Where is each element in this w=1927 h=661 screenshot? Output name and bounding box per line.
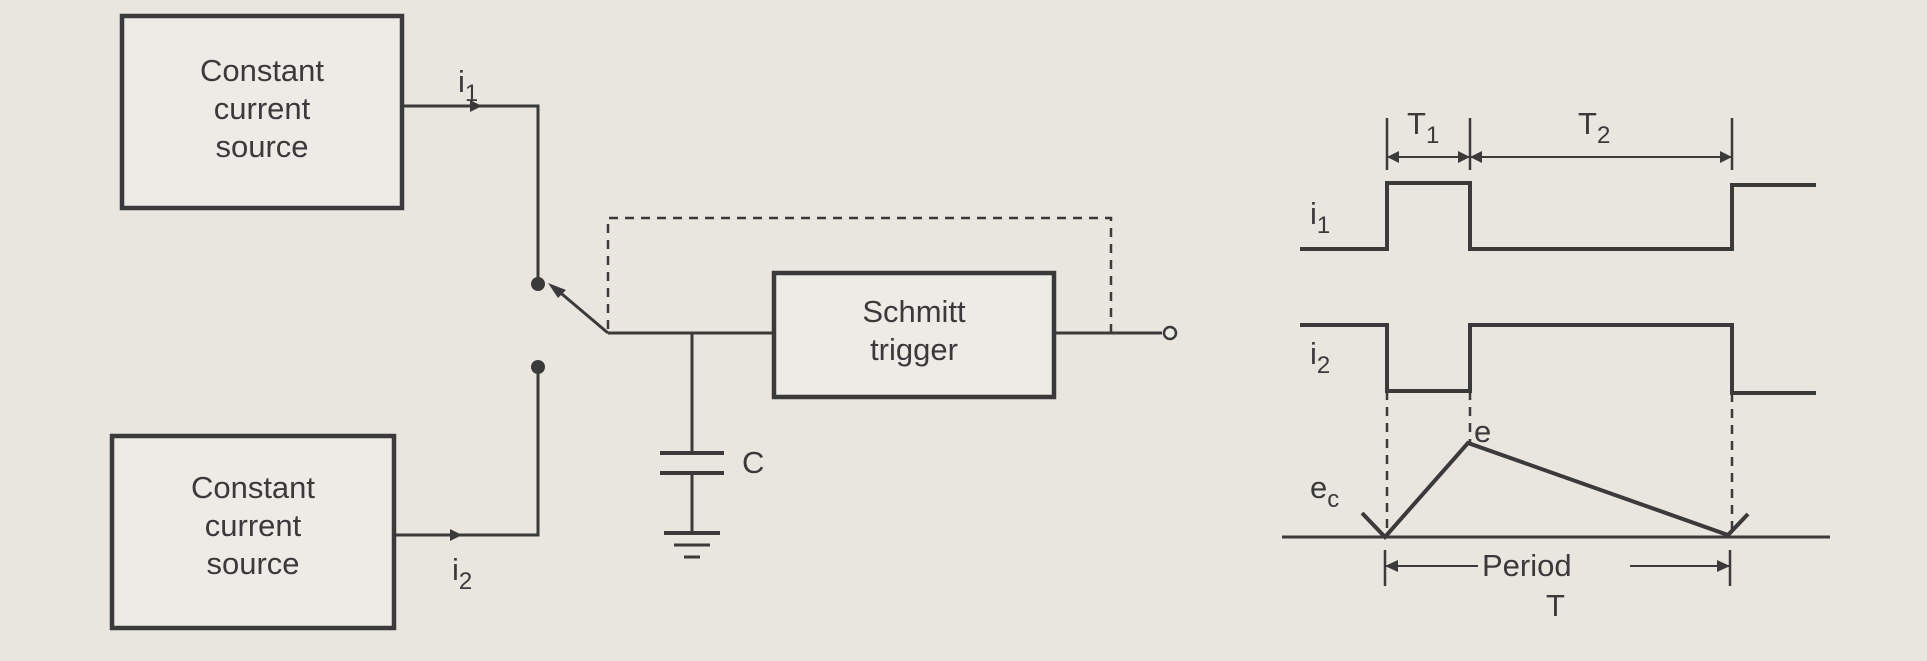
current-i2-sub: 2 xyxy=(458,568,473,595)
ec-waveform xyxy=(1360,440,1750,540)
e-peak-label: e xyxy=(1474,414,1492,449)
source-bottom-line-2: current xyxy=(204,508,302,543)
t1-main: T xyxy=(1407,106,1426,141)
current-i1-label: i1 xyxy=(458,64,478,107)
current-i1-sub: 1 xyxy=(464,80,479,107)
t2-sub: 2 xyxy=(1596,122,1611,149)
schmitt-trigger-box xyxy=(771,270,1057,400)
capacitor-label: C xyxy=(742,445,765,480)
i2-wave-sub: 2 xyxy=(1316,352,1331,379)
ec-main: e xyxy=(1310,470,1328,505)
switch-arm-arrow xyxy=(548,283,566,298)
constant-current-source-bottom-label: Constant current source xyxy=(112,469,394,583)
t1-label: T1 xyxy=(1407,106,1439,149)
arrow-i1 xyxy=(470,100,482,112)
output-terminal xyxy=(1162,325,1178,341)
current-i2-label: i2 xyxy=(452,552,472,595)
source-bottom-line-3: source xyxy=(206,546,300,581)
period-arrowhead-right xyxy=(1717,560,1730,572)
t1-arrowhead-right xyxy=(1458,151,1470,163)
switch-contact-top xyxy=(531,277,545,291)
t2-main: T xyxy=(1578,106,1597,141)
i1-wave-main: i xyxy=(1310,196,1317,231)
source-bottom-line-1: Constant xyxy=(190,470,316,505)
source-top-line-2: current xyxy=(213,91,311,126)
constant-current-source-top-box xyxy=(119,13,405,211)
i1-wave-label: i1 xyxy=(1310,196,1330,239)
i2-wave-main: i xyxy=(1310,336,1317,371)
ec-label: ec xyxy=(1310,470,1339,513)
period-arrowhead-left xyxy=(1385,560,1398,572)
i2-waveform xyxy=(1300,323,1816,395)
schmitt-trigger-label: Schmitt trigger xyxy=(774,293,1054,369)
current-i2-main: i xyxy=(452,552,459,587)
feedback-dashed-path xyxy=(606,216,1113,333)
t2-arrowhead-left xyxy=(1470,151,1482,163)
source-top-line-1: Constant xyxy=(199,53,325,88)
i1-wave-sub: 1 xyxy=(1316,212,1331,239)
constant-current-source-top-label: Constant current source xyxy=(122,52,402,166)
current-i1-main: i xyxy=(458,64,465,99)
period-symbol: T xyxy=(1546,588,1565,623)
wire-i2 xyxy=(394,369,540,537)
constant-current-source-bottom-box xyxy=(109,433,397,631)
switch-contact-bottom xyxy=(531,360,545,374)
wire-i1 xyxy=(402,104,540,282)
i2-wave-label: i2 xyxy=(1310,336,1330,379)
t1-arrowhead-left xyxy=(1387,151,1399,163)
t1-sub: 1 xyxy=(1425,122,1440,149)
i1-waveform xyxy=(1300,181,1816,251)
schmitt-line-2: trigger xyxy=(870,332,958,367)
ec-sub: c xyxy=(1327,486,1340,513)
t2-label: T2 xyxy=(1578,106,1610,149)
t2-arrowhead-right xyxy=(1720,151,1732,163)
period-label: Period xyxy=(1482,548,1572,583)
switch-arm xyxy=(555,287,609,335)
source-top-line-3: source xyxy=(215,129,309,164)
schmitt-line-1: Schmitt xyxy=(862,294,966,329)
arrow-i2 xyxy=(450,529,462,541)
